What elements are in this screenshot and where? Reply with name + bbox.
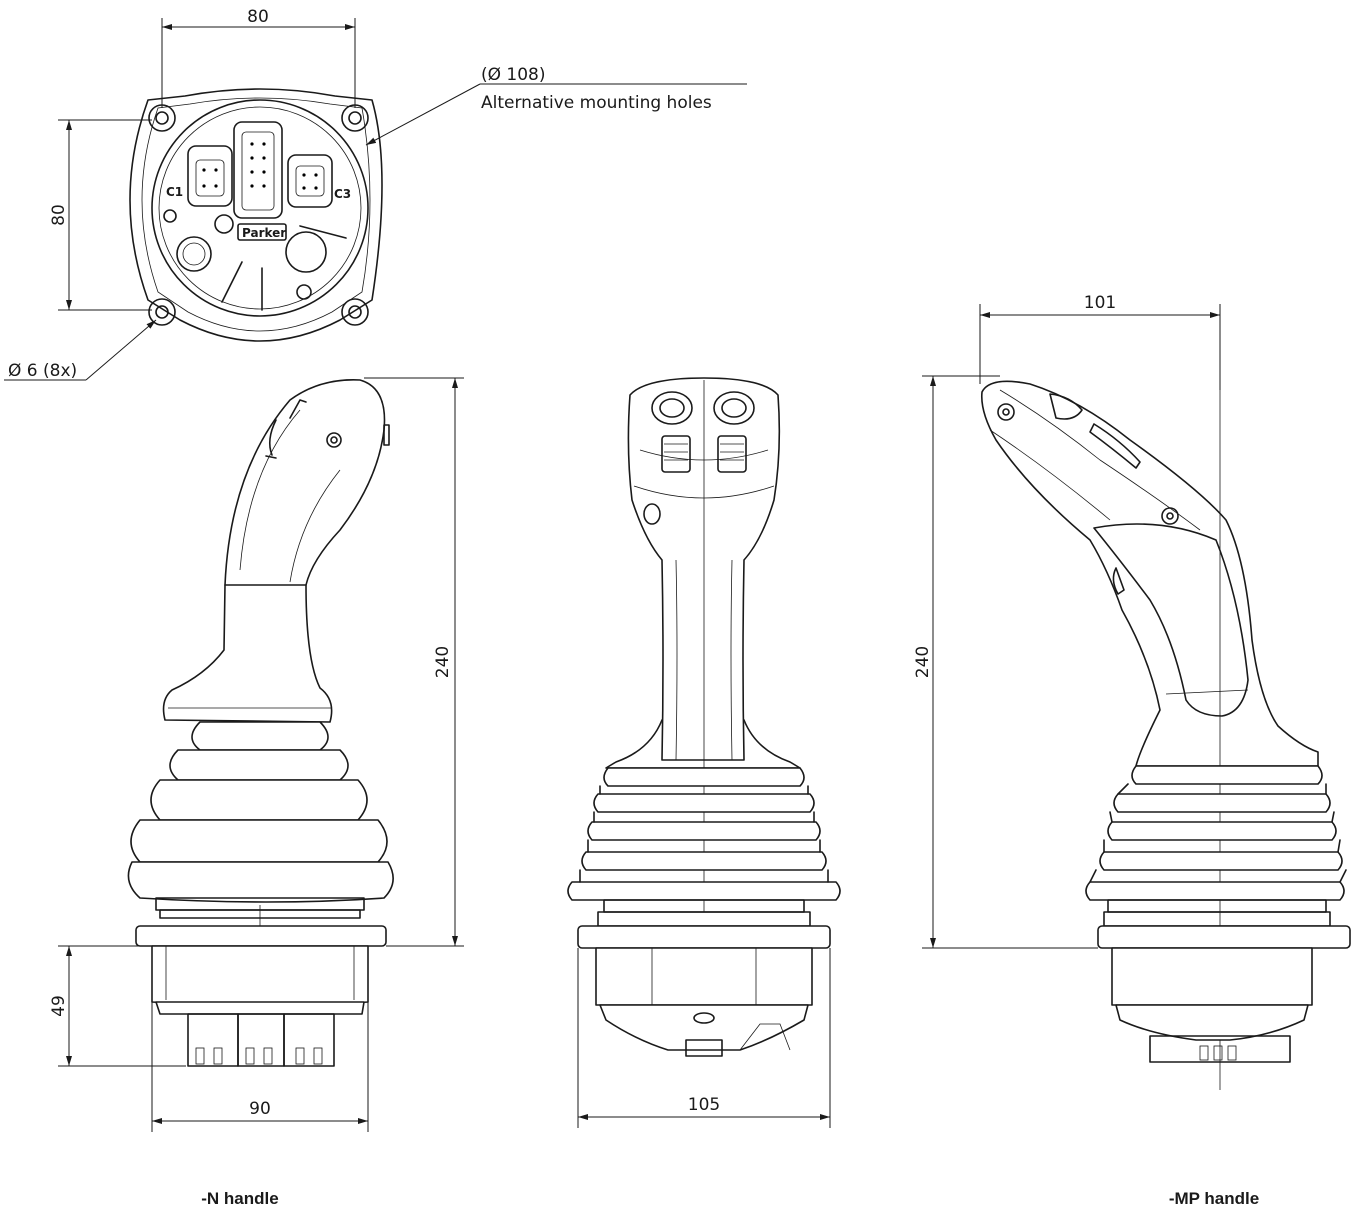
connector-c1-label: C1 (166, 185, 183, 199)
mounting-hole (341, 298, 369, 326)
n-connectors-bottom (187, 1013, 335, 1067)
connector-c1 (187, 145, 233, 207)
leader-hole-dia: Ø 6 (8x) (4, 319, 157, 381)
mounting-hole (148, 104, 176, 132)
mounting-hole (148, 298, 176, 326)
dim-mp-height: 240 (913, 375, 1098, 949)
dim-front-width-label: 105 (688, 1095, 720, 1115)
connector-c3-label: C3 (334, 187, 351, 201)
front-view (567, 377, 841, 1057)
bellows (127, 721, 394, 903)
dim-top-height: 80 (49, 119, 152, 311)
dim-n-base-height: 49 (49, 945, 186, 1067)
dim-n-base-height-label: 49 (49, 995, 69, 1017)
top-view: C1 C3 Parker (129, 88, 383, 342)
dim-mp-width: 101 (979, 293, 1221, 390)
mp-handle-view (980, 380, 1351, 1090)
front-bellows (567, 767, 841, 901)
hole-dia-label: Ø 6 (8x) (8, 361, 77, 381)
dim-n-base-width: 90 (151, 1002, 369, 1132)
dim-mp-width-label: 101 (1084, 293, 1116, 313)
dim-top-height-label: 80 (49, 204, 69, 226)
dim-top-width-label: 80 (247, 7, 269, 27)
dim-mp-height-label: 240 (913, 646, 933, 678)
mp-bellows (1085, 765, 1347, 901)
connector-c2 (233, 121, 283, 219)
caption-n-handle: -N handle (201, 1189, 278, 1208)
brand-logo: Parker (242, 226, 286, 240)
dim-n-height: 240 (364, 377, 464, 947)
dim-n-base-width-label: 90 (249, 1099, 271, 1119)
dim-front-width: 105 (577, 948, 831, 1128)
leader-alt-holes: (Ø 108) Alternative mounting holes (365, 65, 747, 146)
mounting-hole (341, 104, 369, 132)
dim-top-width: 80 (161, 7, 356, 108)
caption-mp-handle: -MP handle (1169, 1189, 1259, 1208)
alt-holes-dia: (Ø 108) (481, 65, 546, 85)
n-handle-view (127, 379, 394, 1067)
connector-c3 (287, 154, 333, 208)
dim-n-height-label: 240 (433, 646, 453, 678)
alt-holes-label: Alternative mounting holes (481, 93, 712, 113)
